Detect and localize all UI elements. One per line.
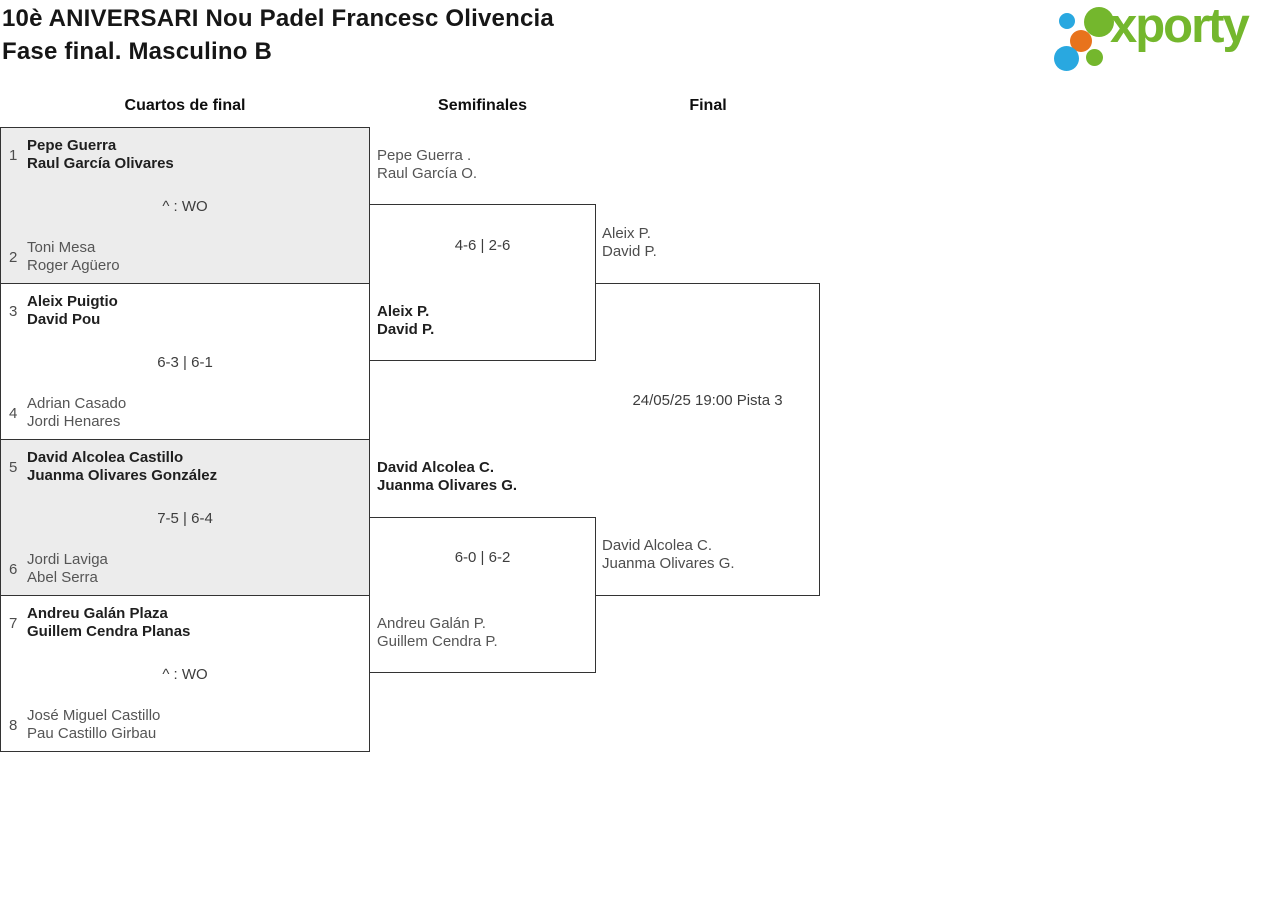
team-pair: David Alcolea C. Juanma Olivares G. bbox=[602, 537, 735, 573]
logo-dot-icon bbox=[1070, 30, 1092, 52]
player-name: Andreu Galán P. bbox=[377, 615, 486, 632]
player-name: José Miguel Castillo bbox=[27, 707, 161, 724]
team-pair: José Miguel Castillo Pau Castillo Girbau bbox=[27, 707, 160, 743]
match-score: 7-5 | 6-4 bbox=[157, 510, 213, 527]
player-name: Pepe Guerra . bbox=[377, 147, 472, 164]
match-score: 6-3 | 6-1 bbox=[157, 354, 213, 371]
seed-number: 2 bbox=[9, 249, 18, 266]
player-name: Juanma Olivares G. bbox=[602, 555, 735, 572]
player-name: Aleix Puigtio bbox=[27, 293, 118, 310]
player-name: Adrian Casado bbox=[27, 395, 127, 412]
round-header-final: Final bbox=[689, 97, 727, 114]
player-name: Raul García Olivares bbox=[27, 155, 174, 172]
player-name: Juanma Olivares González bbox=[27, 467, 218, 484]
semifinal-match-1-box bbox=[369, 204, 596, 361]
team-pair: Adrian Casado Jordi Henares bbox=[27, 395, 126, 431]
player-name: Aleix P. bbox=[602, 225, 651, 242]
logo-dot-icon bbox=[1059, 13, 1075, 29]
player-name: David P. bbox=[377, 321, 435, 338]
player-name: Pau Castillo Girbau bbox=[27, 725, 157, 742]
team-pair: David Alcolea Castillo Juanma Olivares G… bbox=[27, 449, 217, 485]
round-header-cuartos: Cuartos de final bbox=[124, 97, 246, 114]
player-name: David Alcolea C. bbox=[377, 459, 494, 476]
player-name: Juanma Olivares G. bbox=[377, 477, 518, 494]
logo-dot-icon bbox=[1054, 46, 1079, 71]
player-name: David Pou bbox=[27, 311, 101, 328]
tournament-title: 10è ANIVERSARI Nou Padel Francesc Oliven… bbox=[2, 5, 554, 32]
quarterfinal-match-4: 7 Andreu Galán Plaza Guillem Cendra Plan… bbox=[0, 595, 370, 752]
xporty-logo[interactable]: xporty bbox=[1048, 0, 1278, 74]
match-score: ^ : WO bbox=[162, 666, 208, 683]
seed-number: 5 bbox=[9, 459, 18, 476]
team-pair: Pepe Guerra Raul García Olivares bbox=[27, 137, 174, 173]
player-name: Guillem Cendra Planas bbox=[27, 623, 191, 640]
seed-number: 8 bbox=[9, 717, 18, 734]
seed-number: 6 bbox=[9, 561, 18, 578]
logo-wordmark: xporty bbox=[1110, 0, 1250, 53]
logo-dot-icon bbox=[1086, 49, 1103, 66]
player-name: Toni Mesa bbox=[27, 239, 96, 256]
seed-number: 7 bbox=[9, 615, 18, 632]
match-score: ^ : WO bbox=[162, 198, 208, 215]
player-name: Roger Agüero bbox=[27, 257, 120, 274]
team-pair: Aleix P. David P. bbox=[602, 225, 657, 261]
seed-number: 1 bbox=[9, 147, 18, 164]
quarterfinal-match-1: 1 Pepe Guerra Raul García Olivares ^ : W… bbox=[0, 127, 370, 284]
player-name: Raul García O. bbox=[377, 165, 478, 182]
team-pair: Andreu Galán Plaza Guillem Cendra Planas bbox=[27, 605, 190, 641]
seed-number: 4 bbox=[9, 405, 18, 422]
logo-dot-icon bbox=[1084, 7, 1114, 37]
team-pair: Andreu Galán P. Guillem Cendra P. bbox=[377, 615, 498, 651]
player-name: Jordi Henares bbox=[27, 413, 121, 430]
player-name: Guillem Cendra P. bbox=[377, 633, 498, 650]
match-score: 4-6 | 2-6 bbox=[454, 237, 511, 254]
seed-number: 3 bbox=[9, 303, 18, 320]
team-pair: Aleix Puigtio David Pou bbox=[27, 293, 118, 329]
player-name: Aleix P. bbox=[377, 303, 430, 320]
player-name: Jordi Laviga bbox=[27, 551, 108, 568]
match-schedule: 24/05/25 19:00 Pista 3 bbox=[632, 392, 783, 409]
player-name: Andreu Galán Plaza bbox=[27, 605, 168, 622]
player-name: Pepe Guerra bbox=[27, 137, 117, 154]
quarterfinal-match-3: 5 David Alcolea Castillo Juanma Olivares… bbox=[0, 439, 370, 596]
player-name: David P. bbox=[602, 243, 657, 260]
player-name: Abel Serra bbox=[27, 569, 98, 586]
team-pair: Aleix P. David P. bbox=[377, 303, 434, 339]
round-header-semifinales: Semifinales bbox=[438, 97, 527, 114]
team-pair: David Alcolea C. Juanma Olivares G. bbox=[377, 459, 517, 495]
team-pair: Jordi Laviga Abel Serra bbox=[27, 551, 108, 587]
team-pair: Pepe Guerra . Raul García O. bbox=[377, 147, 477, 183]
match-score: 6-0 | 6-2 bbox=[454, 549, 511, 566]
team-pair: Toni Mesa Roger Agüero bbox=[27, 239, 120, 275]
player-name: David Alcolea C. bbox=[602, 537, 713, 554]
final-match-box bbox=[595, 283, 820, 596]
player-name: David Alcolea Castillo bbox=[27, 449, 184, 466]
quarterfinal-match-2: 3 Aleix Puigtio David Pou 6-3 | 6-1 Adri… bbox=[0, 283, 370, 440]
bracket-subtitle: Fase final. Masculino B bbox=[2, 38, 272, 65]
